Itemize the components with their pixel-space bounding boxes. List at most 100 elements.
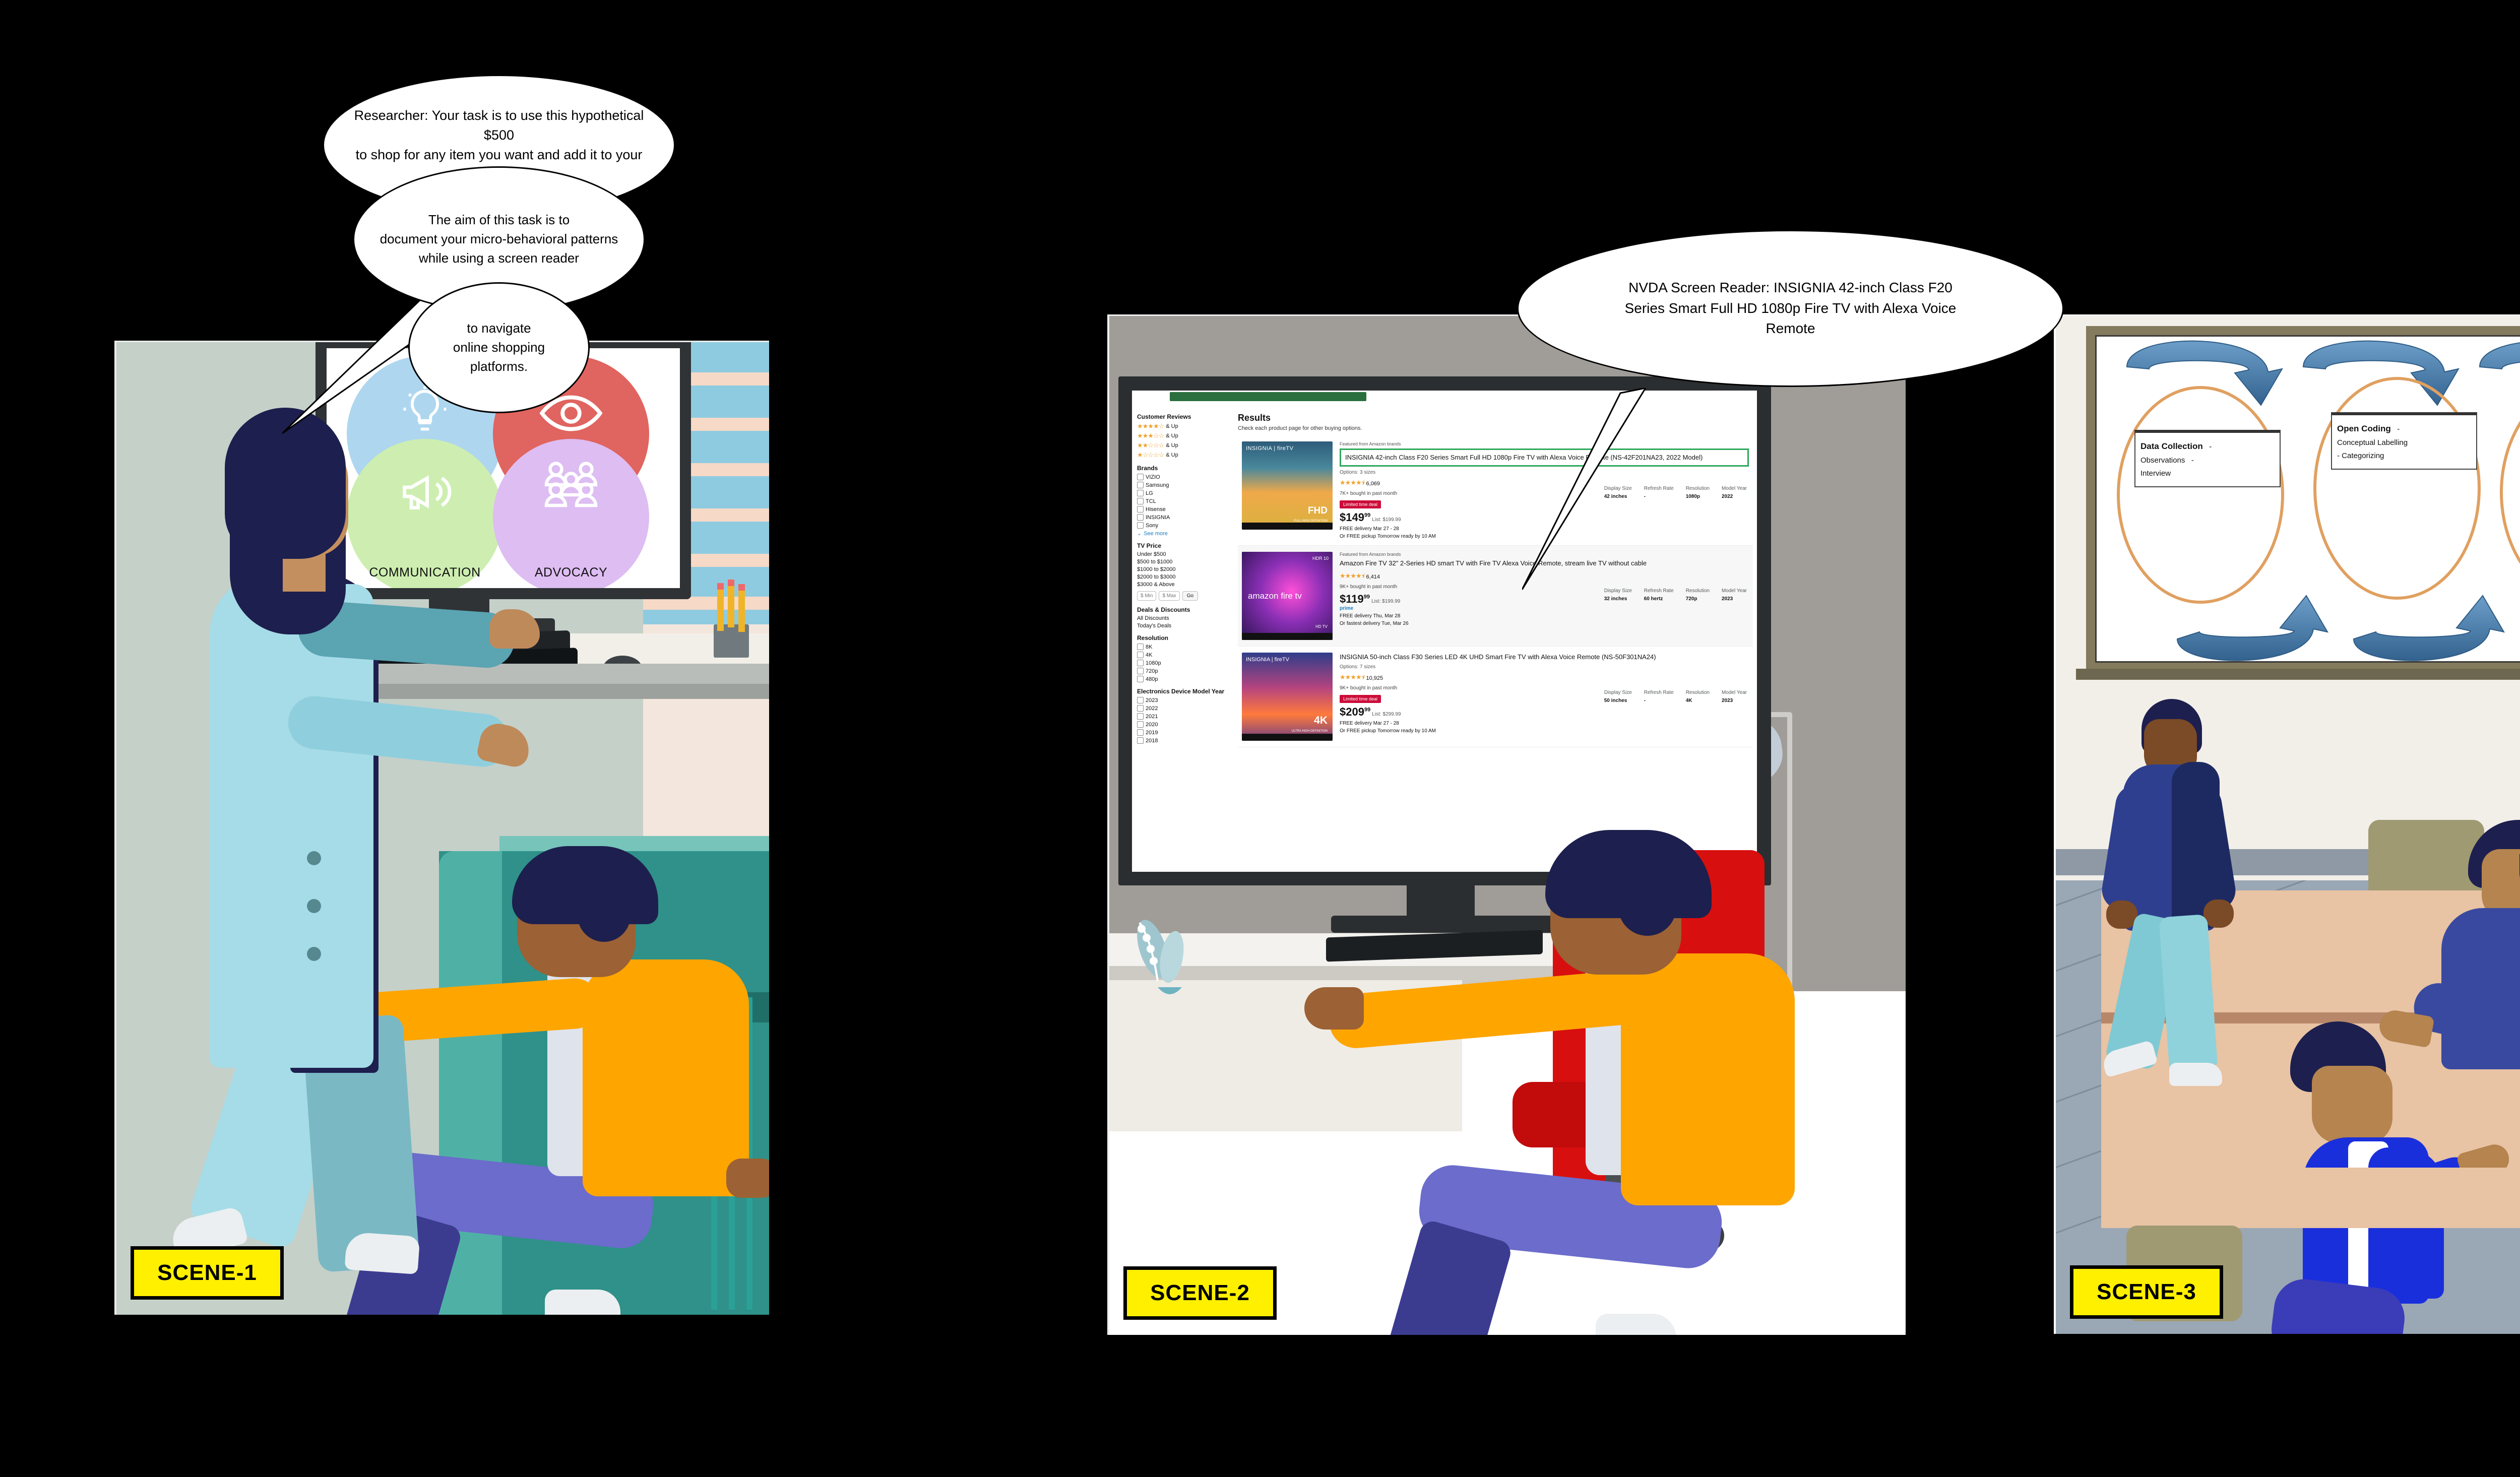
results-column: Results Check each product page for othe… bbox=[1238, 408, 1753, 747]
filter-year-2019[interactable]: 2019 bbox=[1137, 729, 1230, 736]
checkbox-icon[interactable] bbox=[1137, 676, 1144, 682]
price-min-input[interactable]: $ Min bbox=[1137, 591, 1157, 601]
thumb-badge-sub: HD TV bbox=[1315, 624, 1328, 629]
checkbox-icon[interactable] bbox=[1137, 729, 1144, 736]
filter-heading-resolution: Resolution bbox=[1137, 634, 1168, 641]
thumb-brand-label: amazon fire tv bbox=[1248, 591, 1302, 601]
filter-res-8k[interactable]: 8K bbox=[1137, 644, 1230, 650]
filter-rating-label: & Up bbox=[1166, 433, 1178, 439]
checkbox-icon[interactable] bbox=[1137, 514, 1144, 521]
pickup-info: Or fastest delivery Tue, Mar 26 bbox=[1340, 621, 1409, 627]
filter-year-2018[interactable]: 2018 bbox=[1137, 737, 1230, 744]
product-card[interactable]: INSIGNIA | fireTV 4K ULTRA HIGH DEFINITI… bbox=[1238, 646, 1753, 747]
filter-year-2020[interactable]: 2020 bbox=[1137, 721, 1230, 728]
filter-label: All Discounts bbox=[1137, 615, 1169, 621]
filter-rating-1up[interactable]: ★☆☆☆☆ & Up bbox=[1137, 451, 1230, 459]
filter-label: Today's Deals bbox=[1137, 623, 1172, 629]
checkbox-icon[interactable] bbox=[1137, 737, 1144, 744]
product-title[interactable]: Amazon Fire TV 32" 2-Series HD smart TV … bbox=[1340, 559, 1647, 567]
checkbox-icon[interactable] bbox=[1137, 506, 1144, 512]
scene-tag-1: SCENE-1 bbox=[131, 1246, 284, 1300]
checkbox-icon[interactable] bbox=[1137, 498, 1144, 504]
star-rating-icon: ★☆☆☆☆ bbox=[1137, 451, 1164, 459]
product-options[interactable]: Options: 3 sizes bbox=[1340, 469, 1376, 475]
price-max-input[interactable]: $ Max bbox=[1159, 591, 1180, 601]
filter-rating-2up[interactable]: ★★☆☆☆ & Up bbox=[1137, 441, 1230, 449]
filter-price-500-1000[interactable]: $500 to $1000 bbox=[1137, 559, 1230, 565]
product-card[interactable]: HDR 10 amazon fire tv HD TV Featured fro… bbox=[1238, 545, 1753, 647]
filter-price-under-500[interactable]: Under $500 bbox=[1137, 551, 1230, 557]
filter-heading-deals: Deals & Discounts bbox=[1137, 606, 1190, 613]
filter-brand-sony[interactable]: Sony bbox=[1137, 522, 1230, 529]
thumb-brand-label: INSIGNIA | fireTV bbox=[1246, 445, 1294, 452]
see-more-brands-link[interactable]: ⌄ See more bbox=[1137, 530, 1230, 537]
filter-res-4k[interactable]: 4K bbox=[1137, 652, 1230, 658]
checkbox-icon[interactable] bbox=[1137, 705, 1144, 712]
participant-seated bbox=[1304, 830, 1893, 1335]
filter-res-1080p[interactable]: 1080p bbox=[1137, 660, 1230, 666]
pencil bbox=[728, 585, 734, 627]
filter-price-2000-3000[interactable]: $2000 to $3000 bbox=[1137, 574, 1230, 580]
filter-year-2023[interactable]: 2023 bbox=[1137, 697, 1230, 703]
product-title-highlighted[interactable]: INSIGNIA 42-inch Class F20 Series Smart … bbox=[1340, 448, 1749, 467]
spec-value: 2022 bbox=[1721, 494, 1733, 499]
filter-todays-deals[interactable]: Today's Deals bbox=[1137, 623, 1230, 629]
filter-brand-lg[interactable]: LG bbox=[1137, 490, 1230, 496]
filter-label: $1000 to $2000 bbox=[1137, 566, 1176, 572]
product-rating[interactable]: ★★★★⯨ 10,925 bbox=[1340, 673, 1749, 684]
product-card[interactable]: INSIGNIA | fireTV FHD FULL HIGH DEFINITI… bbox=[1238, 435, 1753, 546]
product-price: $11999 bbox=[1340, 593, 1370, 606]
filter-brand-vizio[interactable]: VIZIO bbox=[1137, 474, 1230, 480]
filter-all-discounts[interactable]: All Discounts bbox=[1137, 615, 1230, 621]
filter-rating-4up[interactable]: ★★★★☆ & Up bbox=[1137, 422, 1230, 430]
filter-label: 2019 bbox=[1146, 729, 1158, 736]
filter-price-1000-2000[interactable]: $1000 to $2000 bbox=[1137, 566, 1230, 572]
checkbox-icon[interactable] bbox=[1137, 713, 1144, 720]
checkbox-icon[interactable] bbox=[1137, 721, 1144, 728]
filter-rating-3up[interactable]: ★★★☆☆ & Up bbox=[1137, 432, 1230, 440]
filter-rating-label: & Up bbox=[1166, 452, 1178, 458]
filter-brand-tcl[interactable]: TCL bbox=[1137, 498, 1230, 504]
product-thumbnail[interactable]: INSIGNIA | fireTV FHD FULL HIGH DEFINITI… bbox=[1242, 441, 1333, 530]
filter-brand-hisense[interactable]: Hisense bbox=[1137, 506, 1230, 512]
speech-balloon-researcher-1c: to navigate online shopping platforms. bbox=[408, 282, 590, 413]
checkbox-icon[interactable] bbox=[1137, 474, 1144, 480]
circle-label: COMMUNICATION bbox=[369, 565, 481, 580]
thumb-badge-sub: FULL HIGH DEFINITION bbox=[1294, 520, 1328, 523]
filter-res-720p[interactable]: 720p bbox=[1137, 668, 1230, 674]
product-thumbnail[interactable]: HDR 10 amazon fire tv HD TV bbox=[1242, 551, 1333, 640]
filter-brand-insignia[interactable]: INSIGNIA bbox=[1137, 514, 1230, 521]
thumb-badge: 4K bbox=[1314, 714, 1328, 726]
filter-brand-samsung[interactable]: Samsung bbox=[1137, 482, 1230, 488]
monitor-neck bbox=[1407, 883, 1475, 920]
product-title[interactable]: INSIGNIA 50-inch Class F30 Series LED 4K… bbox=[1340, 653, 1656, 661]
scene-tag-2: SCENE-2 bbox=[1123, 1266, 1277, 1320]
checkbox-icon[interactable] bbox=[1137, 652, 1144, 658]
filter-label: LG bbox=[1146, 490, 1153, 496]
circle-advocacy: ADVOCACY bbox=[493, 439, 649, 588]
filter-year-2021[interactable]: 2021 bbox=[1137, 713, 1230, 720]
product-rating[interactable]: ★★★★⯨ 6,414 bbox=[1340, 571, 1749, 583]
checkbox-icon[interactable] bbox=[1137, 697, 1144, 703]
checkbox-icon[interactable] bbox=[1137, 644, 1144, 650]
filter-res-480p[interactable]: 480p bbox=[1137, 676, 1230, 682]
product-options[interactable]: Options: 7 sizes bbox=[1340, 664, 1376, 670]
checkbox-icon[interactable] bbox=[1137, 522, 1144, 529]
spec-value: - bbox=[1644, 697, 1646, 703]
product-thumbnail[interactable]: INSIGNIA | fireTV 4K ULTRA HIGH DEFINITI… bbox=[1242, 652, 1333, 741]
filter-year-2022[interactable]: 2022 bbox=[1137, 705, 1230, 712]
checkbox-icon[interactable] bbox=[1137, 660, 1144, 666]
filter-rating-label: & Up bbox=[1166, 442, 1178, 448]
checkbox-icon[interactable] bbox=[1137, 482, 1144, 488]
person-walking-left bbox=[2099, 699, 2245, 1086]
filter-price-3000-above[interactable]: $3000 & Above bbox=[1137, 582, 1230, 588]
scene-tag-label: SCENE-2 bbox=[1150, 1280, 1250, 1305]
product-rating[interactable]: ★★★★⯨ 6,069 bbox=[1340, 478, 1749, 489]
spec-value: 720p bbox=[1685, 596, 1697, 602]
price-go-button[interactable]: Go bbox=[1182, 591, 1199, 601]
spec-label: Refresh Rate bbox=[1644, 486, 1674, 491]
checkbox-icon[interactable] bbox=[1137, 668, 1144, 674]
researcher-standing bbox=[168, 408, 540, 1274]
spec-value: 32 inches bbox=[1604, 596, 1627, 602]
checkbox-icon[interactable] bbox=[1137, 490, 1144, 496]
